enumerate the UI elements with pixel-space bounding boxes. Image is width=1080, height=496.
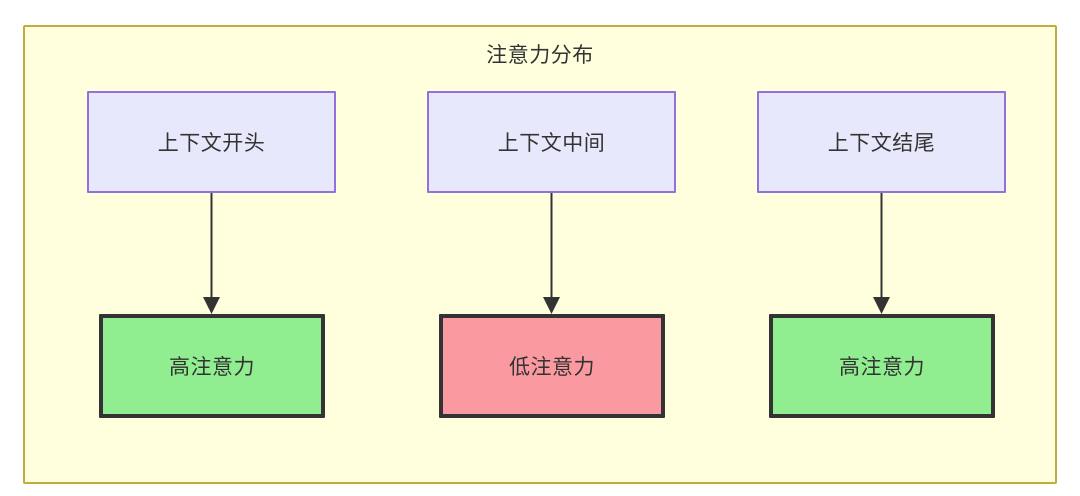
node-attention-low-middle[interactable]: 低注意力	[439, 314, 665, 418]
node-context-middle[interactable]: 上下文中间	[427, 91, 676, 193]
node-context-end[interactable]: 上下文结尾	[757, 91, 1006, 193]
node-context-start[interactable]: 上下文开头	[87, 91, 336, 193]
subgraph-title: 注意力分布	[486, 44, 594, 67]
node-attention-high-start[interactable]: 高注意力	[99, 314, 325, 418]
node-attention-high-end[interactable]: 高注意力	[769, 314, 995, 418]
